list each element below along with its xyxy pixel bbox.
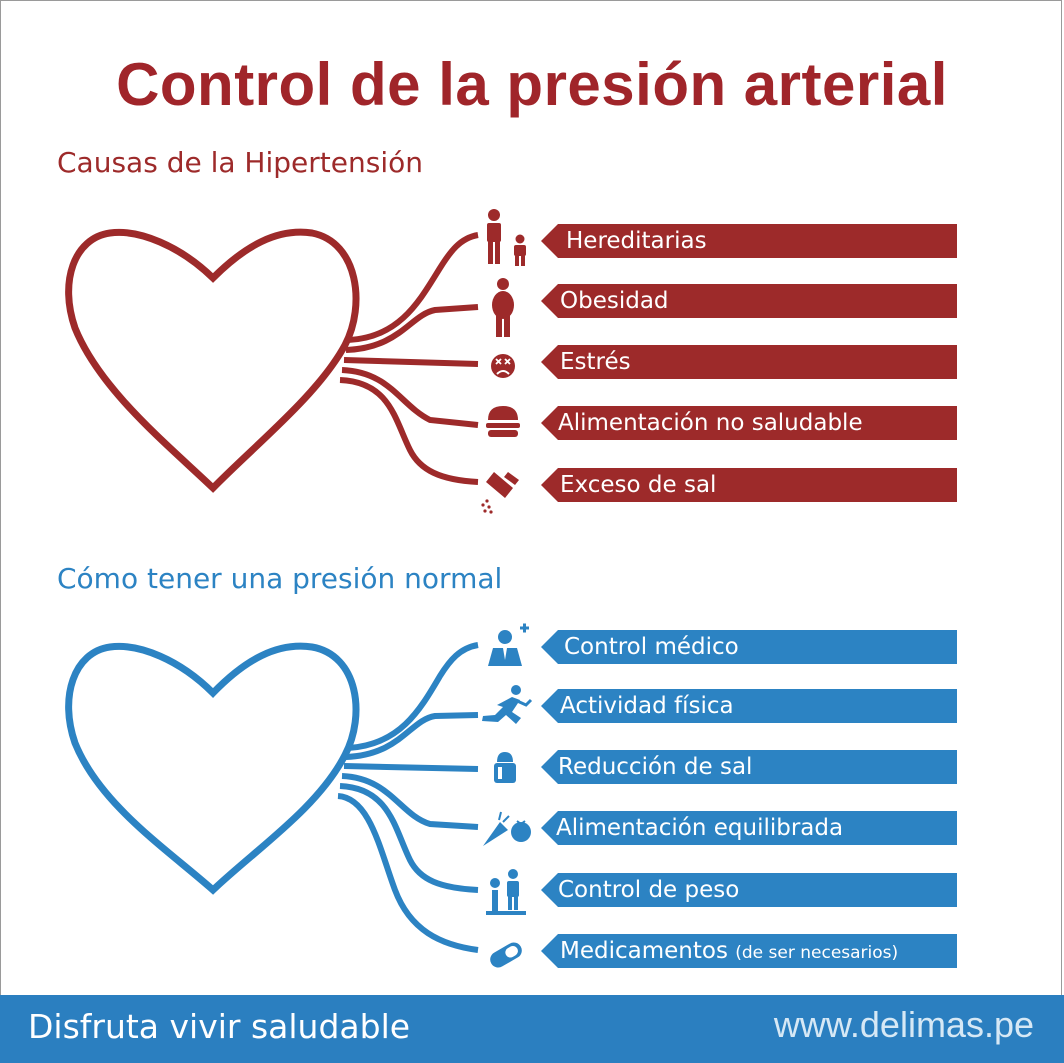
footer-bar: Disfruta vivir saludable www.delimas.pe	[0, 995, 1064, 1063]
carrot-tomato-icon	[483, 811, 531, 846]
cause-label-hereditarias: Hereditarias	[566, 228, 707, 254]
cause-label-estres: Estrés	[560, 349, 631, 375]
medicamentos-text: Medicamentos	[560, 938, 728, 964]
page-title: Control de la presión arterial	[116, 51, 948, 118]
salt-shaker-icon	[494, 752, 516, 783]
stressed-face-icon	[491, 354, 515, 378]
causes-diagram	[65, 228, 479, 493]
prevention-label-reduccion-sal: Reducción de sal	[558, 754, 753, 780]
running-person-icon	[482, 685, 533, 724]
cause-label-sal: Exceso de sal	[560, 472, 717, 498]
family-icon	[487, 209, 526, 266]
causes-heading: Causas de la Hipertensión	[57, 146, 423, 179]
red-label-bars	[541, 224, 957, 502]
weighing-scale-icon	[486, 869, 526, 915]
medicamentos-note: (de ser necesarios)	[735, 943, 899, 963]
footer-website: www.delimas.pe	[773, 1004, 1034, 1045]
obese-person-icon	[492, 278, 514, 337]
infographic-diagram	[65, 209, 957, 968]
red-heart-outline	[65, 228, 360, 493]
prevention-label-peso: Control de peso	[558, 877, 740, 903]
cause-label-alimentacion: Alimentación no saludable	[558, 410, 863, 436]
prevention-label-control-medico: Control médico	[564, 634, 739, 660]
blue-label-bars	[541, 630, 957, 968]
prevention-label-medicamentos: Medicamentos (de ser necesarios)	[560, 934, 898, 968]
pill-icon	[490, 942, 522, 968]
blue-heart-outline	[65, 642, 360, 895]
prevention-label-alimentacion: Alimentación equilibrada	[556, 815, 844, 841]
blue-branch-lines	[337, 642, 479, 953]
prevention-heading: Cómo tener una presión normal	[57, 562, 503, 595]
salt-shaker-pouring-icon	[481, 472, 519, 514]
doctor-icon	[488, 623, 529, 666]
prevention-label-actividad: Actividad física	[560, 693, 734, 719]
prevention-diagram	[65, 642, 479, 953]
footer-slogan: Disfruta vivir saludable	[28, 1007, 411, 1046]
cause-label-obesidad: Obesidad	[560, 288, 669, 314]
burger-icon	[486, 406, 520, 437]
red-branch-lines	[339, 232, 479, 485]
